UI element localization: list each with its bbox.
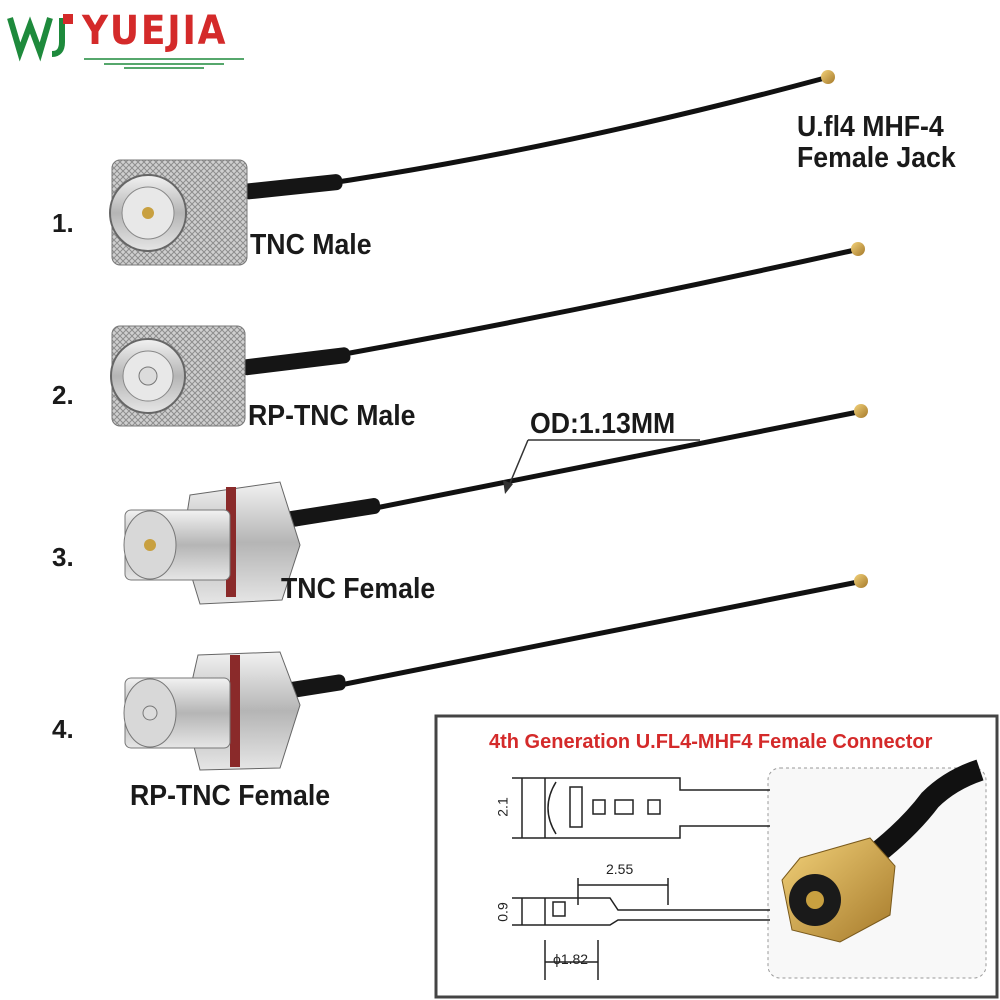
product-name-4: RP-TNC Female bbox=[130, 780, 331, 812]
ufl-connector-icon bbox=[854, 404, 868, 418]
product-number-3: 3. bbox=[52, 542, 74, 572]
cable-od-label: OD:1.13MM bbox=[530, 408, 676, 440]
connector-side-view-drawing bbox=[512, 878, 770, 980]
product-number-1: 1. bbox=[52, 208, 74, 238]
inset-title: 4th Generation U.FL4-MHF4 Female Connect… bbox=[489, 731, 933, 753]
ufl4-connector-photo bbox=[781, 759, 984, 943]
jack-label-line2: Female Jack bbox=[797, 142, 956, 174]
ufl-connector-icon bbox=[851, 242, 865, 256]
jack-label: U.fl4 MHF-4 Female Jack bbox=[797, 112, 956, 174]
dim-length: 2.55 bbox=[606, 861, 634, 877]
connector-top-view-drawing bbox=[512, 777, 770, 839]
ufl-connector-icon bbox=[854, 574, 868, 588]
od-callout-arrow-icon bbox=[503, 439, 700, 494]
jack-label-line1: U.fl4 MHF-4 bbox=[797, 111, 944, 143]
dim-height: 2.1 bbox=[494, 797, 511, 817]
inset-panel bbox=[434, 714, 999, 999]
dim-thickness: 0.9 bbox=[494, 902, 511, 922]
cable-assembly-1 bbox=[109, 70, 835, 266]
product-name-2: RP-TNC Male bbox=[248, 400, 416, 432]
product-name-1: TNC Male bbox=[250, 229, 372, 261]
product-number-2: 2. bbox=[52, 380, 74, 410]
cable-assembly-2 bbox=[110, 242, 865, 427]
product-name-3: TNC Female bbox=[281, 573, 436, 605]
brand-logo-text: YUEJIA bbox=[82, 8, 228, 54]
logo-mark-icon bbox=[7, 14, 73, 62]
cable-assembly-4 bbox=[123, 574, 868, 771]
cable-assembly-3 bbox=[123, 404, 868, 605]
dim-diameter: ϕ1.82 bbox=[553, 951, 589, 967]
ufl-connector-icon bbox=[821, 70, 835, 84]
product-number-4: 4. bbox=[52, 714, 74, 744]
logo-underline-icon bbox=[84, 58, 244, 69]
